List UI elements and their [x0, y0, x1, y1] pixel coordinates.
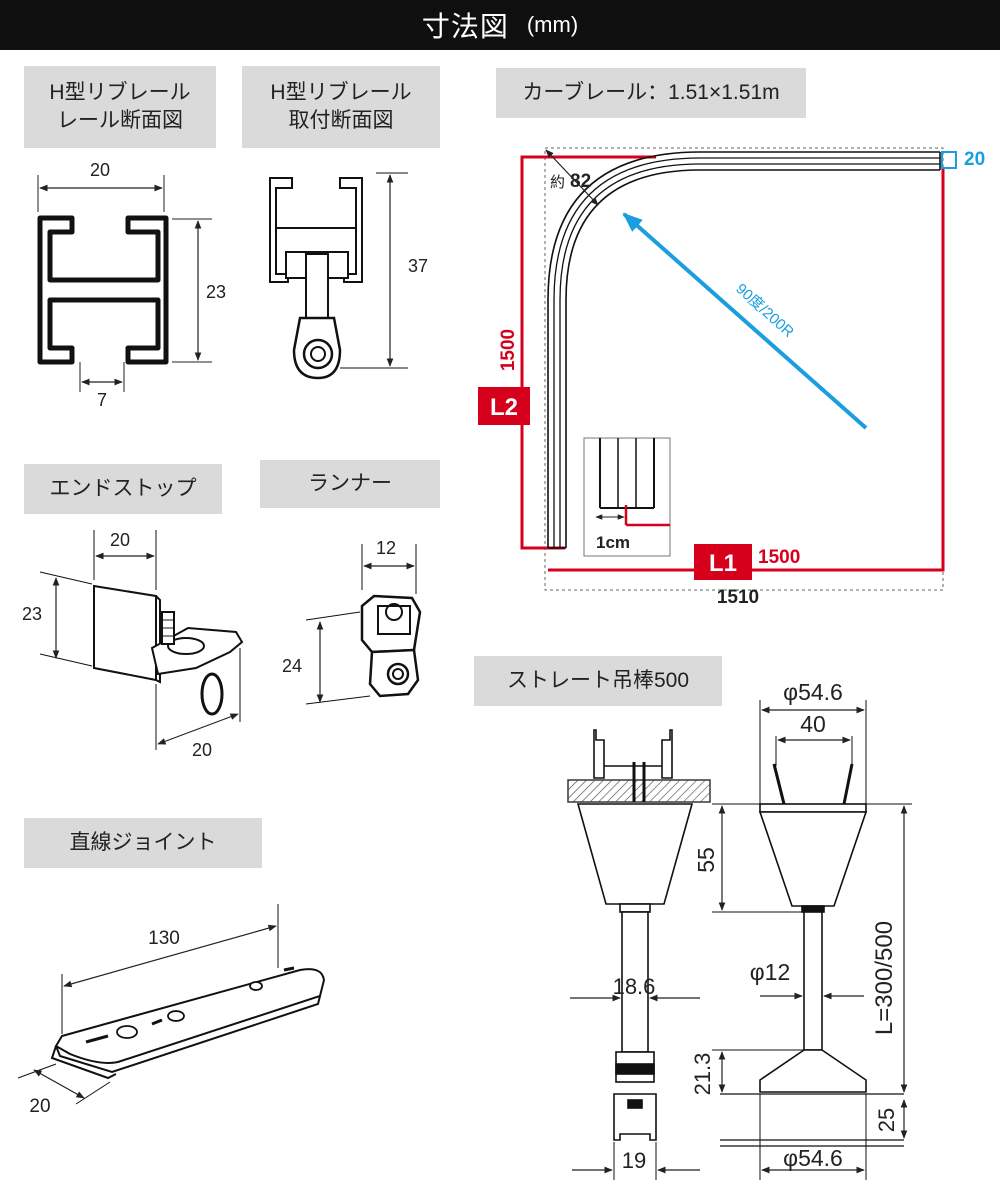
- l1-value: 1500: [758, 547, 800, 568]
- runner-drawing: [305, 544, 422, 705]
- l2-tag: L2: [490, 394, 518, 421]
- mount-section-label-line1: H型リブレール: [270, 81, 412, 104]
- hanger-rod-front-drawing: [712, 700, 912, 1180]
- straight-joint-title: 直線ジョイント: [69, 831, 217, 854]
- l1-tag-box: [694, 544, 752, 580]
- rail-height-dim: 23: [206, 282, 226, 302]
- rail-profile-outline: [37, 215, 169, 365]
- end-stop-height: 23: [22, 604, 42, 624]
- joint-width: 20: [29, 1096, 50, 1117]
- end-stop-width: 20: [110, 530, 130, 550]
- radius-arrow: [622, 212, 868, 430]
- rail-section-drawing: 20 23 7: [37, 160, 226, 410]
- runner-title: ランナー: [308, 472, 392, 495]
- page-title: 寸法図: [421, 11, 509, 42]
- approx-label: 約: [550, 174, 565, 191]
- hanger-rod-title: ストレート吊棒500: [506, 669, 690, 692]
- end-stop-drawing: [39, 530, 244, 750]
- cone-height: 55: [693, 847, 719, 873]
- runner-label: ランナー: [260, 460, 440, 508]
- rail-section-label-line1: H型リブレール: [49, 81, 191, 104]
- rail-width-box: [941, 151, 957, 169]
- mount-height-dim: 37: [408, 256, 428, 276]
- straight-joint-label: 直線ジョイント: [24, 818, 262, 868]
- curve-rail-label: カーブレール：1.51×1.51m: [496, 68, 806, 118]
- curve-rail-drawing: 90度/200R 20 約 82 1cm L2 1500 L1 1500 151…: [478, 147, 985, 608]
- overall-dim: 1510: [717, 587, 759, 608]
- runner-width: 12: [376, 538, 396, 558]
- radius-label: 90度/200R: [732, 280, 797, 341]
- rod-dia-left: 18.6: [613, 974, 656, 999]
- lower-cone-height: 21.3: [690, 1053, 715, 1096]
- rail-section-label: H型リブレール レール断面図: [24, 66, 216, 148]
- end-stop-depth: 20: [192, 740, 212, 760]
- base-thickness: 25: [874, 1108, 899, 1132]
- mount-rail-right: [339, 177, 363, 283]
- runner-height: 24: [282, 656, 302, 676]
- rail-section-label-line2: レール断面図: [57, 109, 183, 132]
- l1-red-outline: [548, 168, 945, 572]
- end-stop-label: エンドストップ: [24, 464, 222, 514]
- joint-length: 130: [148, 928, 180, 949]
- bottom-dia: φ54.6: [783, 1145, 843, 1171]
- rod-length: L=300/500: [871, 921, 898, 1035]
- mount-rail-left: [269, 177, 293, 283]
- mount-section-label: H型リブレール 取付断面図: [242, 66, 440, 148]
- mount-section-drawing: [269, 172, 408, 380]
- approx-value: 82: [570, 171, 591, 192]
- rail-width-dim: 20: [90, 160, 110, 180]
- inset-scale: 1cm: [596, 533, 630, 552]
- l2-value: 1500: [498, 329, 519, 371]
- hanger-rod-label: ストレート吊棒500: [474, 656, 722, 706]
- page-header: 寸法図 (mm): [0, 0, 1000, 50]
- rail-width-bottom: 19: [622, 1148, 646, 1173]
- screw-span: 40: [800, 711, 826, 737]
- top-dia: φ54.6: [783, 679, 843, 705]
- mount-section-label-line2: 取付断面図: [288, 109, 394, 132]
- hanger-rod-side-drawing: [567, 729, 711, 1180]
- l1-tag: L1: [709, 550, 737, 577]
- page-unit: (mm): [526, 12, 579, 37]
- straight-joint-drawing: [17, 904, 326, 1105]
- curve-rail-title: カーブレール：1.51×1.51m: [522, 81, 780, 104]
- end-stop-title: エンドストップ: [49, 477, 197, 500]
- rod-dia: φ12: [750, 959, 791, 985]
- rail-gap-dim: 7: [97, 390, 107, 410]
- l2-tag-box: [478, 387, 530, 425]
- inset-box: [583, 437, 671, 557]
- curve-rail-width: 20: [964, 149, 985, 170]
